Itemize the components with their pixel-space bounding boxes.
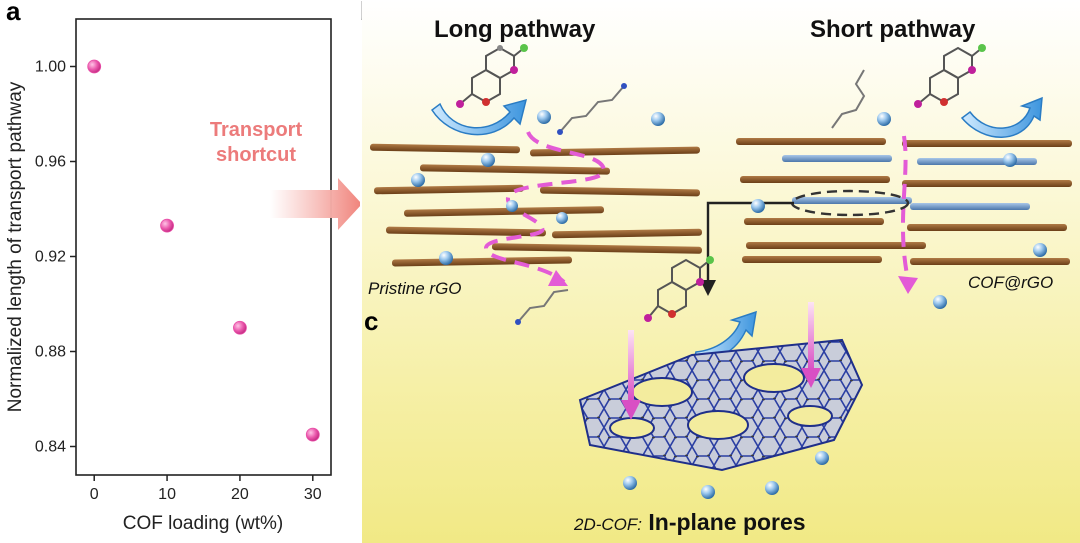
transport-scheme: Long pathway Short pathway Pristine rGO … xyxy=(362,0,1080,543)
zoom-connector-arrowhead xyxy=(700,280,716,296)
pore-permeation-arrows xyxy=(621,302,821,420)
x-tick-label: 20 xyxy=(231,486,249,503)
long-pathway-title: Long pathway xyxy=(434,16,596,43)
cof-rgo-sheet-stack-right xyxy=(736,138,1072,265)
x-tick-label: 0 xyxy=(90,486,99,503)
x-tick-label: 30 xyxy=(304,486,322,503)
shortcut-arrow xyxy=(270,178,360,230)
x-tick-label: 10 xyxy=(158,486,176,503)
pristine-rgo-label: Pristine rGO xyxy=(368,279,462,298)
rejection-arrow-right xyxy=(960,96,1043,138)
cof-framework xyxy=(578,338,864,472)
short-pathway-path xyxy=(900,135,910,281)
y-tick-label: 0.92 xyxy=(35,249,66,266)
annotation-line-2: shortcut xyxy=(216,144,296,166)
scatter-plot: 0 10 20 30 0.84 0.88 0.92 0.96 1.00 COF loading… xyxy=(5,18,360,534)
data-point xyxy=(305,427,320,442)
amine-molecule xyxy=(515,69,866,325)
panel-a-label: a xyxy=(6,0,21,26)
short-pathway-arrowhead xyxy=(898,276,918,294)
y-axis-title: Normalized length of transport pathway xyxy=(5,81,26,412)
dye-molecule-right xyxy=(914,44,986,108)
dye-molecule-left xyxy=(456,44,528,108)
panel-c-label: c xyxy=(364,306,379,336)
dye-molecule-center xyxy=(644,256,714,322)
rgo-sheet-stack-left xyxy=(369,143,703,267)
rejection-arrow-left xyxy=(430,98,528,136)
long-pathway-arrowhead xyxy=(548,270,568,286)
short-pathway-title: Short pathway xyxy=(810,16,976,43)
y-tick-label: 0.84 xyxy=(35,439,66,456)
transport-shortcut-annotation: Transport shortcut xyxy=(196,118,316,168)
y-tick-label: 0.96 xyxy=(35,154,66,171)
cof-caption-italic: 2D-COF: xyxy=(574,515,642,534)
plot-frame xyxy=(75,18,332,476)
annotation-line-1: Transport xyxy=(209,119,303,141)
cof-highlight-ellipse xyxy=(790,189,910,217)
data-point xyxy=(87,59,102,74)
cof-rgo-label: COF@rGO xyxy=(968,273,1054,292)
y-tick-label: 0.88 xyxy=(35,344,66,361)
y-tick-label: 1.00 xyxy=(35,59,66,76)
data-point xyxy=(160,218,174,233)
data-point xyxy=(233,320,247,335)
x-axis-title: COF loading (wt%) xyxy=(123,513,284,534)
cof-caption-bold: In-plane pores xyxy=(648,509,806,535)
cof-caption: 2D-COF: In-plane pores xyxy=(574,509,806,536)
scheme-drawing xyxy=(369,44,1072,499)
